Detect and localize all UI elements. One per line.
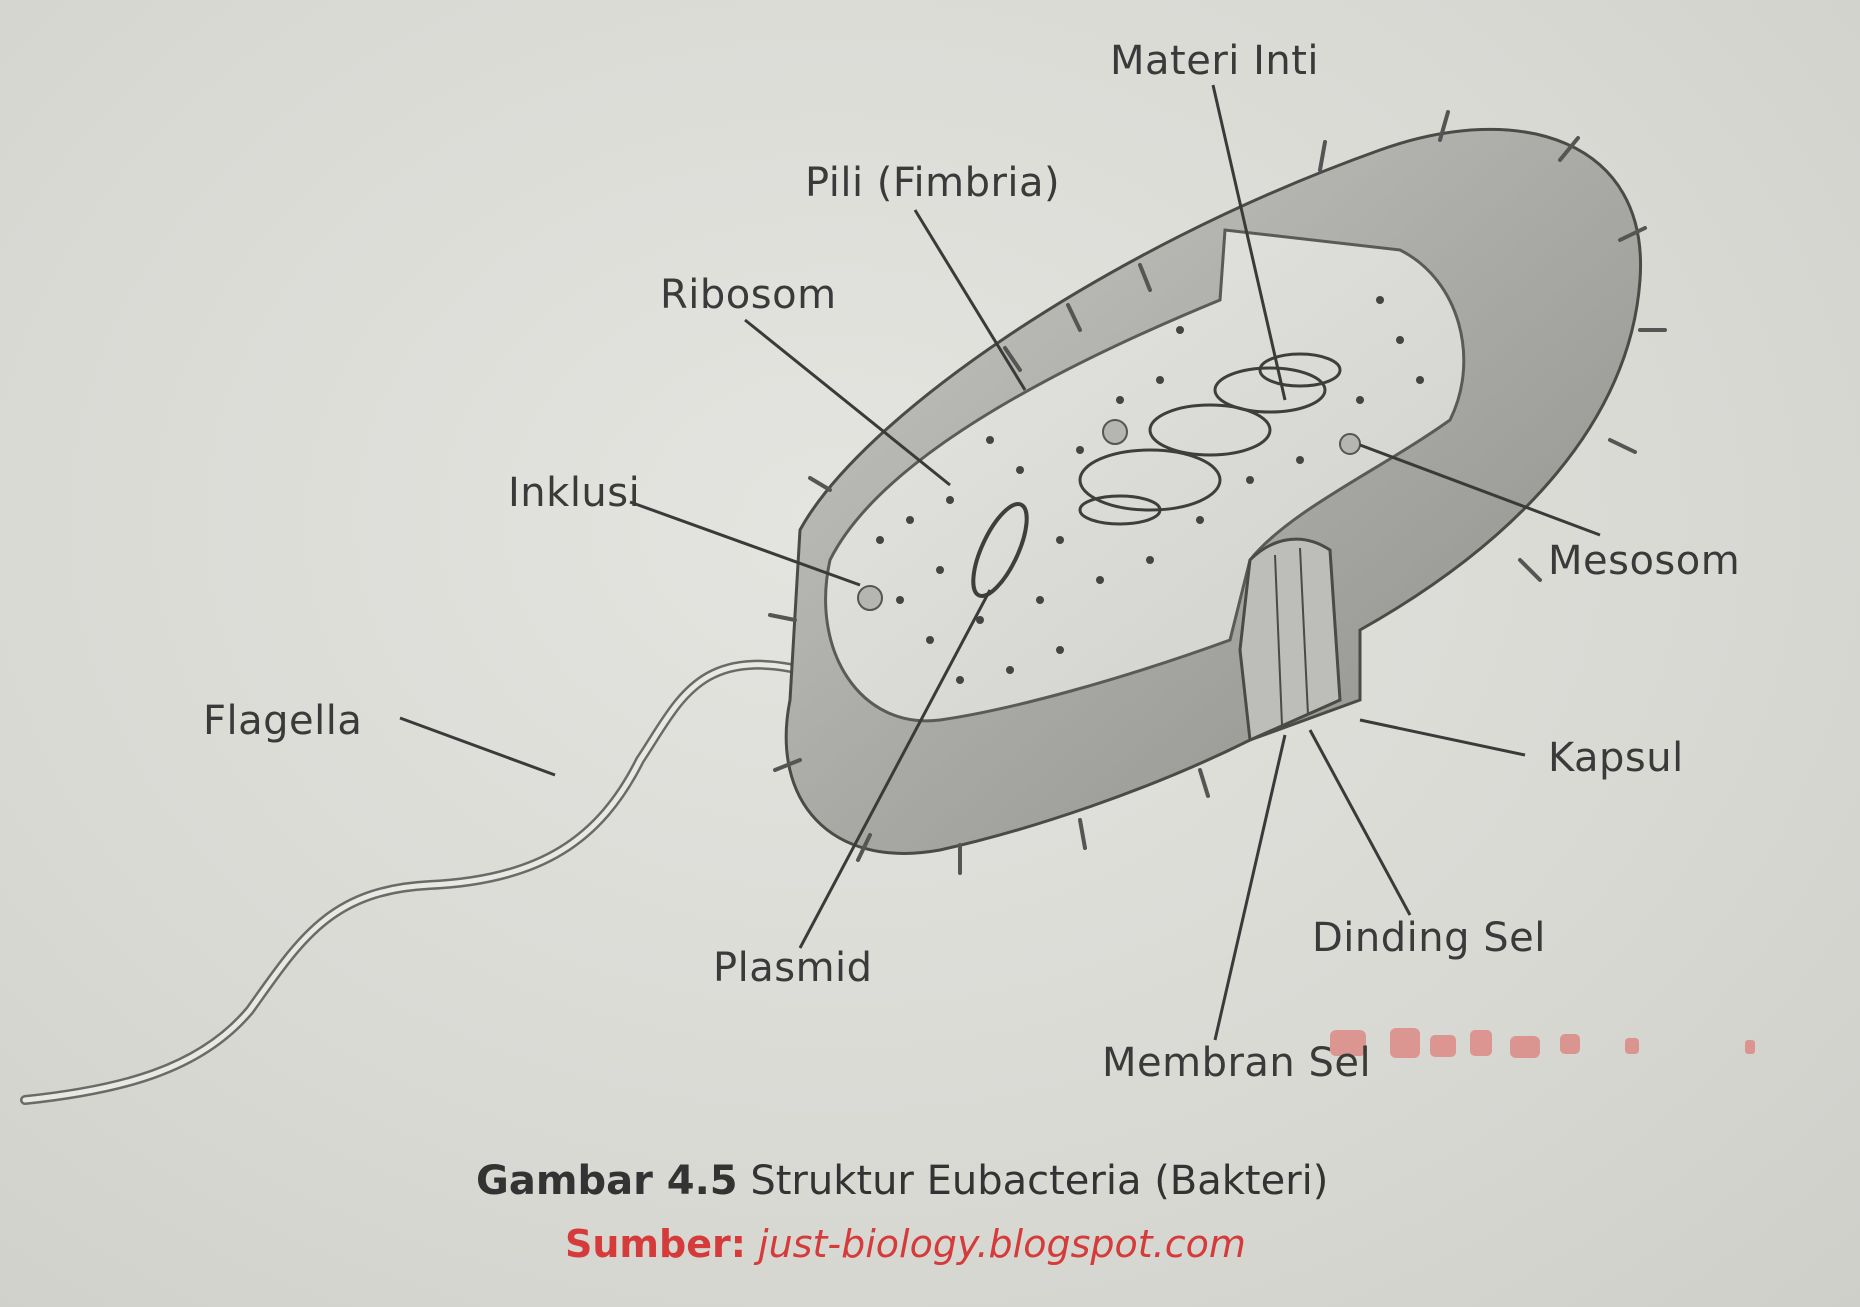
leader-mesosom [1359,443,1601,537]
nucleoid-shape [1078,352,1342,526]
leader-dinding-sel [1308,729,1412,916]
source-label: Sumber: [565,1222,746,1266]
label-inklusi: Inklusi [508,470,641,516]
figure-number: Gambar 4.5 [476,1158,738,1204]
figure-caption: Gambar 4.5 Struktur Eubacteria (Bakteri) [476,1158,1328,1204]
figure-source: Sumber: just-biology.blogspot.com [565,1222,1246,1266]
leader-inklusi [629,500,861,587]
inclusion-shape [857,585,883,611]
cell-wall-layers [1238,537,1342,743]
plasmid-shape [971,502,1029,598]
label-materi-inti: Materi Inti [1110,38,1320,84]
label-mesosom: Mesosom [1548,538,1741,584]
leader-lines [399,84,1601,1041]
label-flagella: Flagella [203,698,363,744]
flagellum-shape [20,659,825,1105]
leader-flagella [399,716,556,777]
pili-shapes [768,110,1667,875]
label-plasmid: Plasmid [713,945,873,991]
label-ribosom: Ribosom [660,272,837,318]
label-membran-sel: Membran Sel [1102,1040,1372,1086]
leader-materi-inti [1211,84,1287,401]
leader-pili [913,209,1027,391]
ribosome-dots [876,296,1424,684]
red-stamp-marks [1330,1028,1755,1058]
leader-ribosom [744,318,951,487]
leader-plasmid [798,589,992,949]
label-kapsul: Kapsul [1548,735,1684,781]
leader-membran-sel [1213,734,1287,1041]
source-url: just-biology.blogspot.com [758,1222,1246,1266]
leader-kapsul [1359,718,1526,757]
label-pili: Pili (Fimbria) [805,160,1061,206]
label-dinding-sel: Dinding Sel [1312,915,1546,961]
figure-title: Struktur Eubacteria (Bakteri) [750,1158,1329,1204]
